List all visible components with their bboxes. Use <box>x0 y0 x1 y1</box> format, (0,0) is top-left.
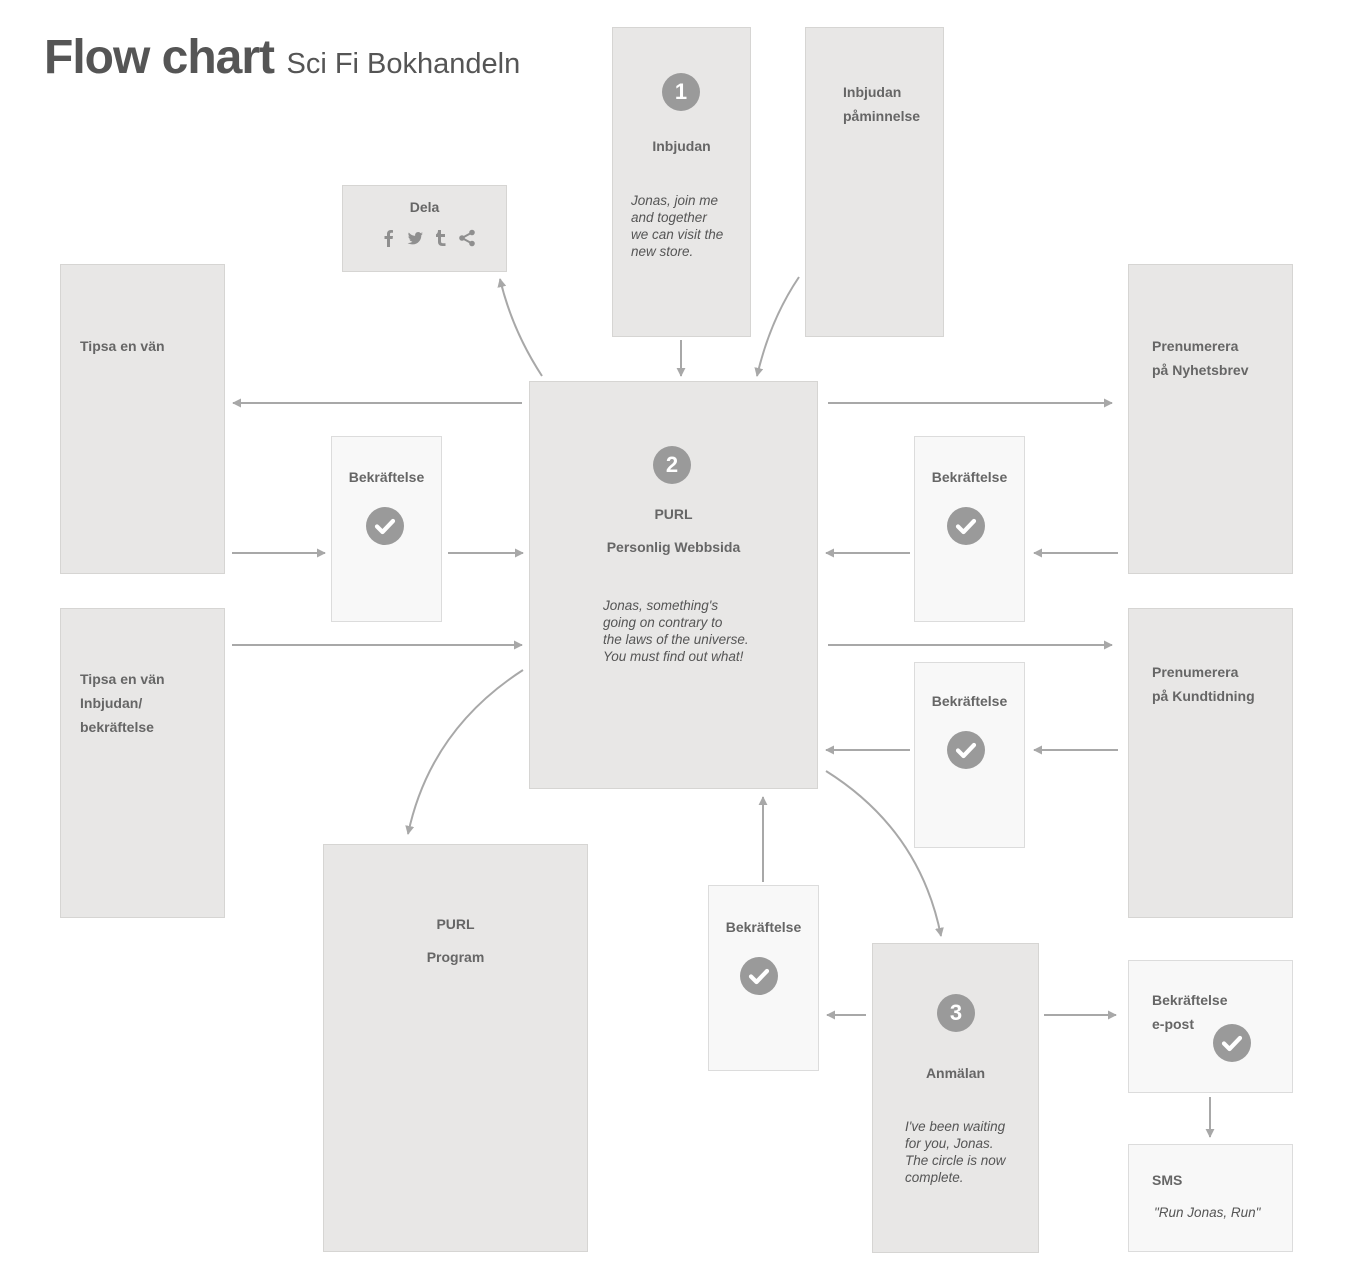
node-label: SMS <box>1152 1172 1183 1188</box>
node-label: Inbjudan <box>652 138 711 154</box>
node-bekraftelse-right-1: Bekräftelse <box>914 436 1025 622</box>
arrow-purl-to-program <box>405 669 524 835</box>
node-quote: I've been waiting for you, Jonas. The ci… <box>905 1119 1006 1185</box>
node-label: Bekräftelse <box>725 919 802 935</box>
node-purl-personlig-webbsida: 2 PURL Personlig Webbsida Jonas, somethi… <box>529 381 818 789</box>
node-anmalan: 3 Anmälan I've been waiting for you, Jon… <box>872 943 1039 1253</box>
step-number-badge: 1 <box>662 73 700 111</box>
node-sublabel: Personlig Webbsida <box>606 539 741 555</box>
node-inbjudan: 1 Inbjudan Jonas, join me and together w… <box>612 27 751 337</box>
node-quote: Jonas, join me and together we can visit… <box>631 193 724 259</box>
node-sublabel: Program <box>426 949 485 965</box>
page-title: Flow chart Sci Fi Bokhandeln <box>44 30 520 85</box>
node-label: Inbjudan påminnelse <box>843 84 921 124</box>
social-share-icons <box>379 228 477 248</box>
check-icon <box>1213 1024 1251 1062</box>
node-label: Bekräftelse e-post <box>1152 992 1228 1032</box>
node-label: Prenumerera på Nyhetsbrev <box>1152 338 1249 378</box>
arrow-purl-to-dela <box>497 278 543 377</box>
node-purl-program: PURL Program <box>323 844 588 1252</box>
facebook-icon[interactable] <box>379 228 399 248</box>
share-icon[interactable] <box>457 228 477 248</box>
node-label: Tipsa en vän Inbjudan/ bekräftelse <box>80 671 165 735</box>
node-quote: "Run Jonas, Run" <box>1154 1205 1261 1220</box>
node-prenumerera-kundtidning: Prenumerera på Kundtidning <box>1128 608 1293 918</box>
node-label: Dela <box>409 199 440 215</box>
node-label: Prenumerera på Kundtidning <box>1152 664 1255 704</box>
node-label: Bekräftelse <box>931 469 1008 485</box>
node-label: Tipsa en vän <box>80 338 165 354</box>
chart-subtitle: Sci Fi Bokhandeln <box>286 48 521 80</box>
node-label: PURL <box>654 506 693 522</box>
step-number-badge: 2 <box>653 446 691 484</box>
node-bekraftelse-left: Bekräftelse <box>331 436 442 622</box>
twitter-bird-icon[interactable] <box>405 228 425 248</box>
arrow-paminnelse-to-purl <box>754 276 800 377</box>
node-label: Anmälan <box>925 1065 986 1081</box>
node-bekraftelse-bottom: Bekräftelse <box>708 885 819 1071</box>
check-icon <box>947 731 985 769</box>
node-quote: Jonas, something's going on contrary to … <box>603 598 749 664</box>
node-tipsa-en-van: Tipsa en vän <box>60 264 225 574</box>
node-inbjudan-paminnelse: Inbjudan påminnelse <box>805 27 944 337</box>
node-label: Bekräftelse <box>931 693 1008 709</box>
node-dela: Dela <box>342 185 507 272</box>
check-icon <box>366 507 404 545</box>
tumblr-icon[interactable] <box>431 228 451 248</box>
node-bekraftelse-epost: Bekräftelse e-post <box>1128 960 1293 1093</box>
step-number-badge: 3 <box>937 994 975 1032</box>
check-icon <box>947 507 985 545</box>
node-tipsa-inbjudan-bekraftelse: Tipsa en vän Inbjudan/ bekräftelse <box>60 608 225 918</box>
node-label: PURL <box>436 916 475 932</box>
check-icon <box>740 957 778 995</box>
chart-title: Flow chart <box>44 31 275 84</box>
node-label: Bekräftelse <box>348 469 425 485</box>
node-sms: SMS "Run Jonas, Run" <box>1128 1144 1293 1252</box>
node-bekraftelse-right-2: Bekräftelse <box>914 662 1025 848</box>
node-prenumerera-nyhetsbrev: Prenumerera på Nyhetsbrev <box>1128 264 1293 574</box>
